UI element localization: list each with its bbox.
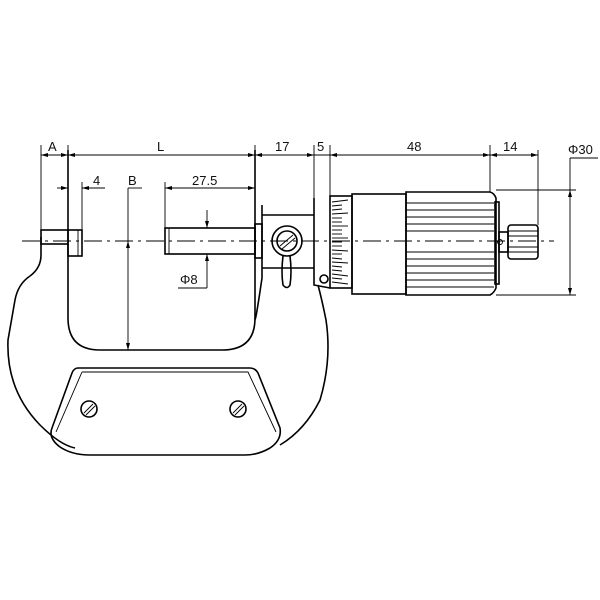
ratchet	[497, 224, 539, 260]
dim-48-label: 48	[407, 139, 421, 154]
thimble-knurling	[406, 202, 494, 288]
dim-phi30-label: Φ30	[568, 142, 593, 157]
anvil	[40, 229, 83, 257]
dim-4-label: 4	[93, 173, 100, 188]
graduation-ticks	[331, 199, 349, 285]
screw-right-icon	[229, 400, 247, 418]
dim-17-label: 17	[275, 139, 289, 154]
lock-clamp	[271, 225, 303, 289]
dim-27-5-label: 27.5	[192, 173, 217, 188]
insulation-plate	[50, 367, 282, 456]
dim-14-label: 14	[503, 139, 517, 154]
dim-B-label: B	[128, 173, 137, 188]
frame	[7, 150, 329, 449]
sleeve	[313, 195, 353, 289]
dimension-lines	[40, 145, 598, 350]
dim-L-label: L	[157, 139, 164, 154]
dim-phi8-label: Φ8	[180, 272, 198, 287]
dim-A-label: A	[48, 139, 57, 154]
screw-left-icon	[80, 400, 98, 418]
thimble	[351, 191, 500, 296]
dim-5-label: 5	[317, 139, 324, 154]
